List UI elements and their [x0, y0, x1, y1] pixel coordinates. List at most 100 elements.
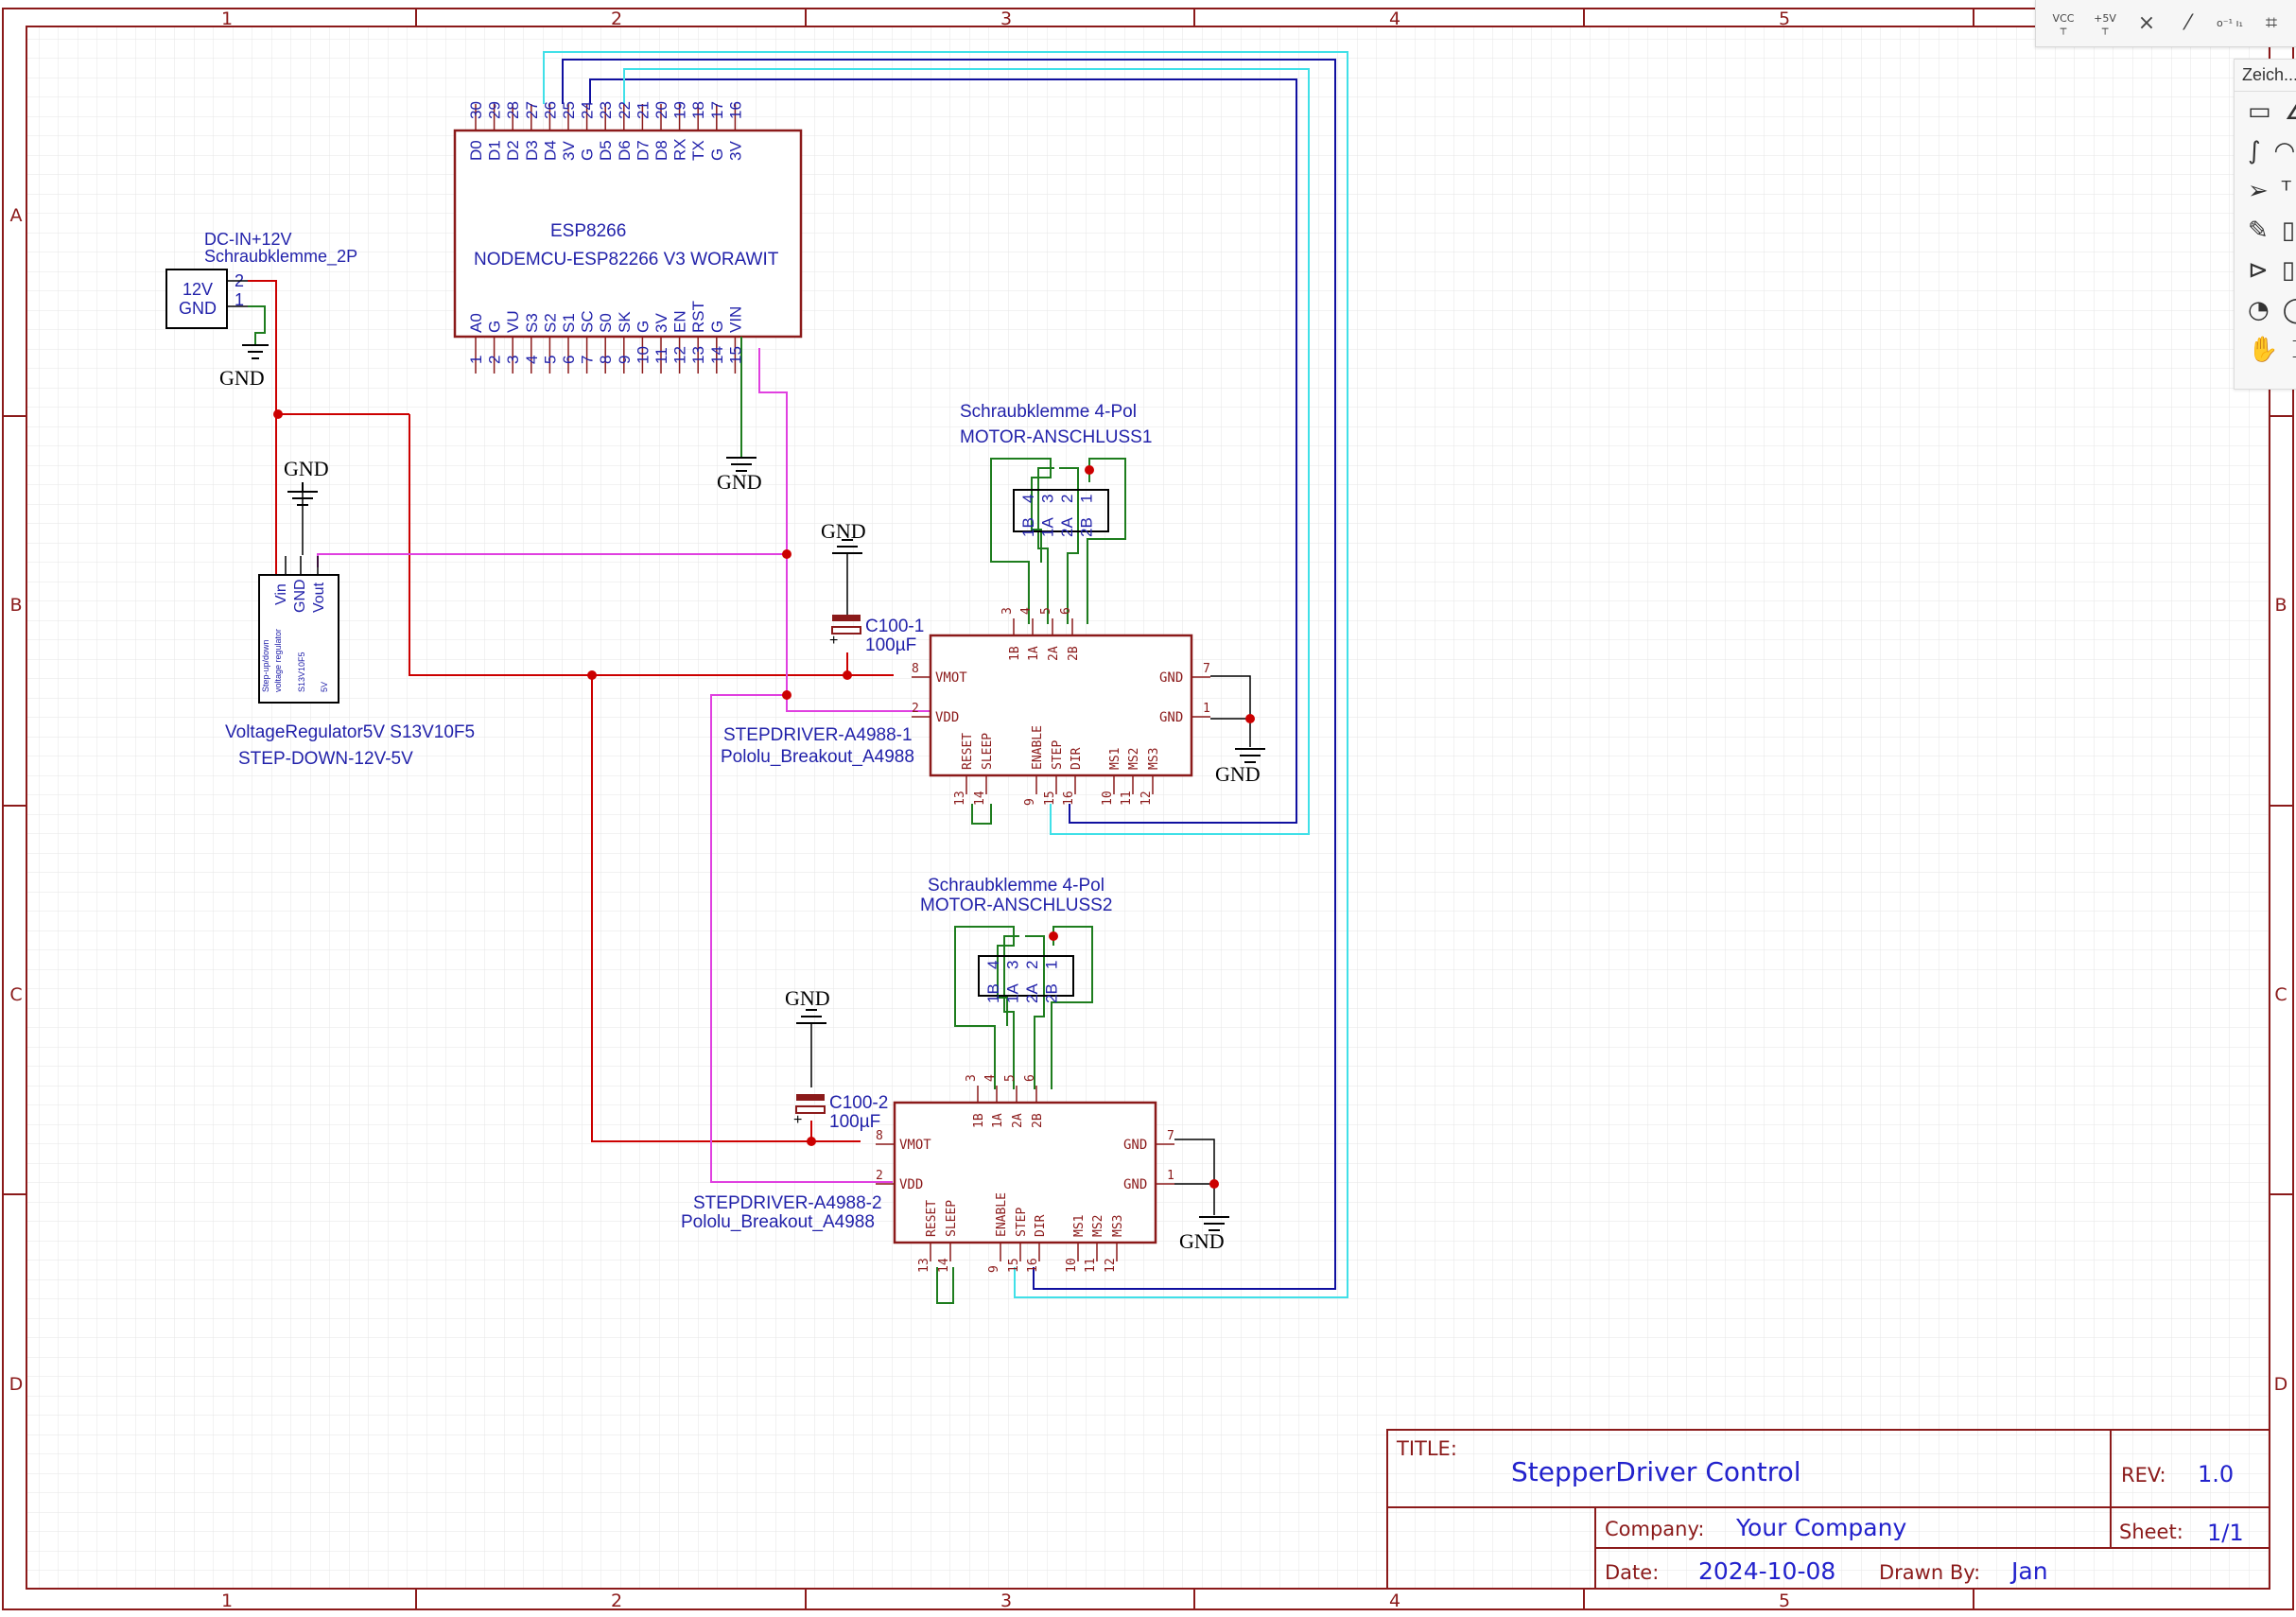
- arrow-tool-icon[interactable]: ➢: [2248, 177, 2269, 205]
- driver-pin-name: 1B: [972, 1113, 986, 1128]
- polygon-tool-icon[interactable]: ⊳: [2248, 256, 2269, 285]
- dimension-tool-icon[interactable]: ⌶: [2291, 336, 2296, 365]
- driver-pin-number: 3: [1000, 607, 1015, 615]
- driver-pin-number: 10: [1065, 1258, 1079, 1273]
- driver-pin-number: 15: [1007, 1258, 1021, 1273]
- gnd-symbol[interactable]: GND: [717, 457, 762, 494]
- driver-pin-number: 12: [1104, 1258, 1118, 1273]
- image-tool-icon[interactable]: ▯: [2281, 256, 2296, 285]
- esp-pin-number: 24: [579, 101, 597, 119]
- motor-connector-2[interactable]: Schraubklemme 4-Pol MOTOR-ANSCHLUSS2 41B…: [920, 876, 1112, 1003]
- cap1-value: 100µF: [865, 635, 916, 655]
- text-tool-icon[interactable]: ᵀ: [2281, 177, 2291, 205]
- voltage-regulator[interactable]: Vin GND Vout Step-up/down voltage regula…: [225, 556, 475, 769]
- cap1-ref: C100-1: [865, 617, 924, 636]
- drawn-value: Jan: [2009, 1557, 2048, 1585]
- driver1-value: Pololu_Breakout_A4988: [721, 747, 914, 767]
- stepper-driver-1[interactable]: STEPDRIVER-A4988-1 Pololu_Breakout_A4988…: [721, 607, 1210, 806]
- capacitor-c100-2[interactable]: + C100-2 100µF: [793, 1093, 888, 1132]
- gnd-symbol[interactable]: GND: [821, 519, 866, 554]
- esp-pin-number: 8: [597, 356, 615, 364]
- driver-pin-number: 1: [1167, 1169, 1174, 1183]
- plus5v-icon: ┬: [2101, 22, 2109, 35]
- esp8266-module[interactable]: ESP8266 NODEMCU-ESP82266 V3 WORAWIT 30D0…: [453, 101, 803, 374]
- line-tool-icon[interactable]: ∠: [2284, 97, 2296, 126]
- driver-pin-number: 12: [1139, 791, 1154, 806]
- gnd-symbol[interactable]: GND: [785, 986, 830, 1024]
- esp-pin-number: 21: [634, 101, 652, 119]
- gnd-symbol[interactable]: GND: [1215, 748, 1265, 786]
- driver-pin-name: VMOT: [899, 1138, 931, 1153]
- motor-pin-number: 4: [984, 961, 1002, 969]
- pie-tool-icon[interactable]: ◔: [2248, 296, 2270, 324]
- dc-in-terminal[interactable]: DC-IN+12V Schraubklemme_2P 12V GND 2 1: [165, 230, 357, 329]
- driver-pin-name: STEP: [1051, 740, 1065, 770]
- driver-pin-number: 14: [973, 791, 987, 806]
- bezier-tool-icon[interactable]: ∫: [2248, 137, 2261, 165]
- motor-connector-1[interactable]: Schraubklemme 4-Pol MOTOR-ANSCHLUSS1 41B…: [960, 402, 1152, 537]
- driver-pin-name: VDD: [899, 1177, 923, 1192]
- sheet-frame: [2, 8, 2294, 1610]
- net-port-button[interactable]: ⌗: [2255, 8, 2287, 40]
- driver-pin-name: SLEEP: [945, 1200, 959, 1237]
- esp-pin-number: 19: [671, 101, 689, 119]
- wire-button[interactable]: ⁄: [2172, 8, 2204, 40]
- pencil-tool-icon[interactable]: ✎: [2248, 217, 2269, 245]
- net-dir[interactable]: [543, 51, 1348, 1298]
- reg-pin-vout: Vout: [311, 582, 327, 613]
- vcc-icon: ┬: [2060, 22, 2067, 35]
- esp-pin-name: EN: [671, 310, 689, 333]
- rect-tool-icon[interactable]: ▯: [2281, 217, 2296, 245]
- net-gnd[interactable]: [248, 305, 1126, 1304]
- gnd-label: GND: [284, 457, 329, 480]
- dc-in-ref: DC-IN+12V: [204, 230, 292, 249]
- driver-pin-number: 10: [1101, 791, 1115, 806]
- esp-pin-name: D2: [504, 140, 522, 161]
- row-label: B: [9, 595, 22, 616]
- net-step[interactable]: [562, 59, 1336, 1290]
- svg-text:+: +: [829, 633, 838, 649]
- esp-pin-name: S2: [541, 313, 559, 333]
- no-connect-button[interactable]: ×: [2131, 8, 2163, 40]
- esp-pin-name: D1: [486, 140, 504, 161]
- esp-pin-number: 26: [541, 101, 559, 119]
- hand-tool-icon[interactable]: ✋: [2248, 336, 2279, 364]
- esp-pin-number: 25: [560, 101, 578, 119]
- ellipse-tool-icon[interactable]: ◯: [2283, 296, 2296, 324]
- frame-tool-icon[interactable]: ▭: [2248, 97, 2271, 126]
- capacitor-c100-1[interactable]: + C100-1 100µF: [829, 615, 924, 655]
- gnd-symbol[interactable]: GND: [1179, 1216, 1229, 1253]
- vcc-label: VCC: [2052, 11, 2075, 25]
- driver-pin-number: 7: [1203, 662, 1210, 676]
- esp-pin-number: 30: [467, 101, 485, 119]
- driver-pin-name: GND: [1159, 710, 1183, 725]
- esp-pin-number: 5: [541, 356, 559, 364]
- reg-body-text: 5V: [320, 682, 329, 692]
- stepper-driver-2[interactable]: STEPDRIVER-A4988-2 Pololu_Breakout_A4988…: [681, 1074, 1174, 1273]
- driver-pin-number: 16: [1026, 1258, 1040, 1273]
- driver-pin-number: 5: [1039, 607, 1053, 615]
- esp-pin-number: 4: [523, 356, 541, 364]
- driver-pin-number: 15: [1043, 791, 1057, 806]
- plus5v-symbol-button[interactable]: +5V┬: [2089, 8, 2121, 40]
- col-label: 3: [1000, 1591, 1012, 1611]
- esp-pin-name: G: [486, 321, 504, 333]
- net-12v[interactable]: [248, 280, 894, 1142]
- row-label: C: [2274, 984, 2287, 1005]
- esp-pin-number: 22: [616, 101, 634, 119]
- driver-pin-name: 2B: [1031, 1113, 1045, 1128]
- arc-tool-icon[interactable]: ◠: [2273, 137, 2296, 165]
- motor-pin-name: 2B: [1078, 517, 1096, 537]
- esp-pin-name: D0: [467, 140, 485, 161]
- gnd-symbol[interactable]: GND: [284, 457, 329, 506]
- esp-pin-name: 3V: [652, 313, 670, 333]
- esp-pin-number: 12: [671, 346, 689, 364]
- title-block: TITLE: StepperDriver Control REV: 1.0 Co…: [1386, 1429, 2270, 1590]
- driver-pin-number: 1: [1203, 702, 1210, 716]
- gnd-symbol[interactable]: GND: [219, 344, 269, 390]
- drawing-palette: Zeich... ▭∠ ∫◠ ➢ᵀ ✎▯ ⊳▯ ◔◯ ✋⌶: [2234, 59, 2296, 390]
- esp-pin-number: 13: [689, 346, 707, 364]
- vcc-symbol-button[interactable]: VCC┬: [2047, 8, 2079, 40]
- pin-button[interactable]: o⁻¹ ı₁: [2214, 8, 2246, 40]
